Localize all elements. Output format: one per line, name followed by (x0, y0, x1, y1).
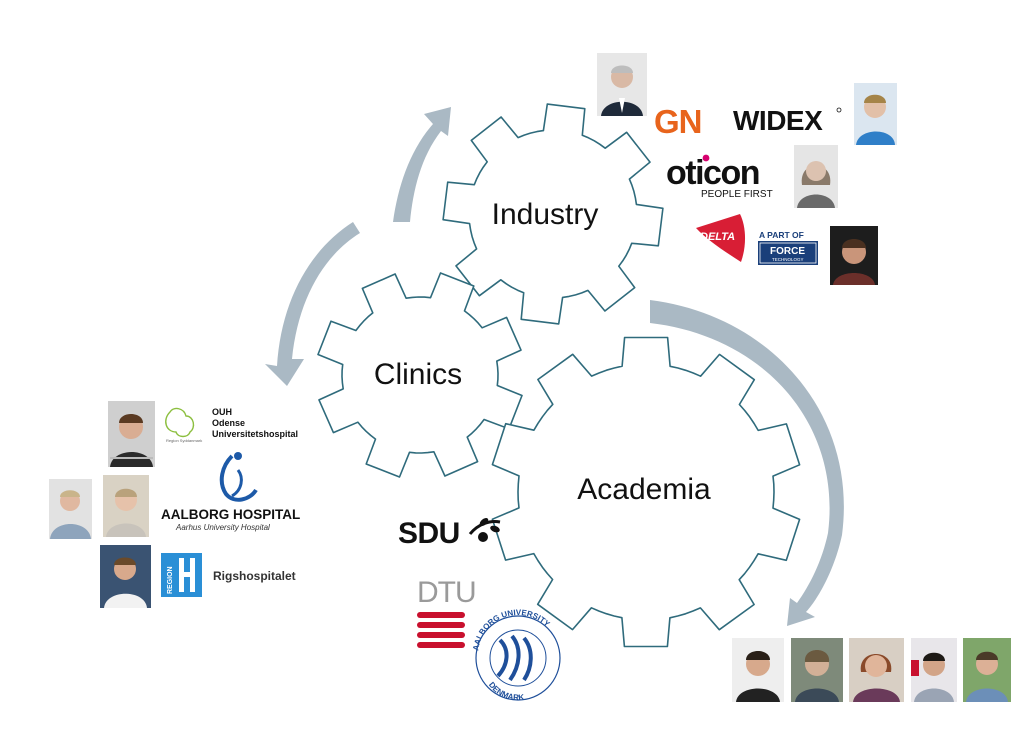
industry-label: Industry (492, 198, 599, 231)
arrow-industry-to-academia (650, 300, 844, 626)
person-photo-icon (736, 651, 780, 702)
gn-logo: GN (654, 103, 702, 140)
dtu-text: DTU (417, 576, 476, 609)
person-photo-icon (797, 161, 835, 208)
oticon-tagline: PEOPLE FIRST (701, 189, 773, 200)
clinic-portrait-4 (100, 545, 151, 608)
rigshospitalet-text: Rigshospitalet (213, 569, 296, 583)
arrow-industry-to-clinics (265, 222, 360, 386)
clinic-portrait-3 (103, 475, 149, 537)
force-logo: A PART OF FORCE TECHNOLOGY (758, 230, 818, 265)
academia-gear (491, 336, 801, 648)
widex-logo: WIDEX (733, 105, 842, 136)
aalborg-university-logo: AALBORG UNIVERSITY DENMARK (471, 608, 561, 702)
industry-gear (442, 103, 664, 325)
registered-icon (836, 107, 842, 113)
person-photo-icon (911, 652, 954, 702)
aau-seal-icon (475, 615, 561, 701)
person-photo-icon (833, 239, 875, 285)
oticon-logo: oticon PEOPLE FIRST (666, 154, 773, 200)
person-photo-icon (853, 654, 900, 702)
aalborg-hospital-logo: AALBORG HOSPITAL Aarhus University Hospi… (161, 452, 300, 532)
person-photo-icon (110, 414, 153, 467)
person-photo-icon (104, 557, 147, 608)
ouh-mark-icon (165, 407, 195, 438)
oticon-text: oticon (666, 154, 759, 192)
delta-logo: DELTA (696, 214, 746, 262)
academia-portrait-1 (732, 638, 784, 702)
industry-portrait-1 (597, 53, 647, 116)
aalborg-hospital-sub: Aarhus University Hospital (175, 523, 270, 532)
aalborg-swirl-icon (219, 454, 258, 502)
ouh-logo: Region Syddanmark OUH Odense Universitet… (165, 407, 298, 443)
industry-portrait-2 (854, 83, 897, 145)
person-photo-icon (856, 94, 895, 145)
delta-text: DELTA (700, 231, 735, 243)
clinics-gear (317, 272, 523, 478)
aalborg-hospital-text: AALBORG HOSPITAL (161, 507, 300, 522)
ouh-line1: OUH (212, 407, 232, 417)
aau-ring-text: AALBORG UNIVERSITY (471, 608, 552, 651)
academia-portrait-2 (791, 638, 843, 702)
ouh-region-text: Region Syddanmark (166, 438, 202, 443)
force-box-icon (758, 241, 818, 265)
industry-portrait-3 (794, 145, 838, 208)
academia-label: Academia (577, 473, 711, 506)
svg-text:AALBORG UNIVERSITY: AALBORG UNIVERSITY (471, 608, 552, 651)
person-photo-icon (601, 65, 643, 116)
person-photo-icon (966, 651, 1008, 702)
dtu-logo: DTU (417, 576, 477, 648)
arrow-clinics-to-industry (393, 107, 451, 222)
delta-shape-icon (696, 214, 746, 262)
person-photo-icon (50, 490, 91, 539)
clinic-portrait-2 (49, 479, 92, 539)
academia-portrait-3 (849, 638, 904, 702)
region-text: REGION (167, 566, 174, 594)
academia-portrait-4 (911, 638, 957, 702)
person-photo-icon (795, 650, 839, 702)
force-top-text: A PART OF (759, 230, 804, 240)
person-photo-icon (106, 488, 146, 537)
force-name-text: FORCE (770, 246, 805, 257)
force-sub-text: TECHNOLOGY (772, 257, 804, 262)
industry-portrait-4 (830, 226, 878, 285)
sdu-text: SDU (398, 517, 460, 550)
clinics-label: Clinics (374, 358, 462, 391)
ouh-line2: Odense (212, 418, 245, 428)
sdu-logo: SDU (398, 517, 501, 550)
widex-text: WIDEX (733, 105, 823, 136)
region-h-logo: REGION Rigshospitalet (161, 553, 296, 597)
ouh-line3: Universitetshospital (212, 429, 298, 439)
academia-portrait-5 (963, 638, 1011, 702)
dtu-stripes-icon (417, 612, 465, 648)
oticon-dot-icon (702, 154, 710, 162)
clinic-portrait-1 (108, 401, 155, 467)
